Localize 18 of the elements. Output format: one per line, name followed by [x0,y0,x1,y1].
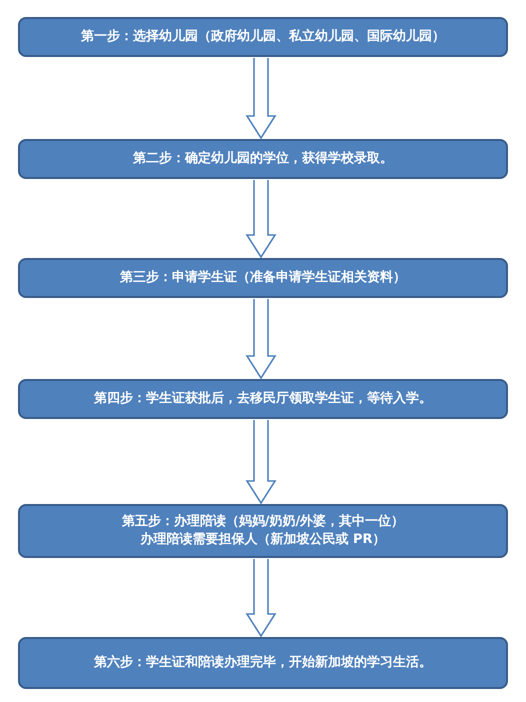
block-arrow [246,419,276,504]
step-text: 第六步：学生证和陪读办理完毕，开始新加坡的学习生活。 [94,654,432,672]
step-text: 办理陪读需要担保人（新加坡公民或 PR） [140,531,386,549]
step-box [18,139,508,179]
block-arrow [246,558,276,638]
block-arrow [246,179,276,258]
step-box [18,17,508,57]
step-text: 第一步：选择幼儿园（政府幼儿园、私立幼儿园、国际幼儿园） [81,28,445,46]
block-arrow [246,298,276,380]
step-box [18,258,508,298]
step-box [18,379,508,419]
step-box [18,637,508,689]
block-arrow [246,57,276,140]
step-text: 第三步：申请学生证（准备申请学生证相关资料） [120,269,406,287]
step-text: 第五步：办理陪读（妈妈/奶奶/外婆，其中一位） [122,513,404,531]
step-text: 第四步：学生证获批后，去移民厅领取学生证，等待入学。 [94,390,432,408]
step-text: 第二步：确定幼儿园的学位，获得学校录取。 [133,150,393,168]
step-box [18,504,508,558]
